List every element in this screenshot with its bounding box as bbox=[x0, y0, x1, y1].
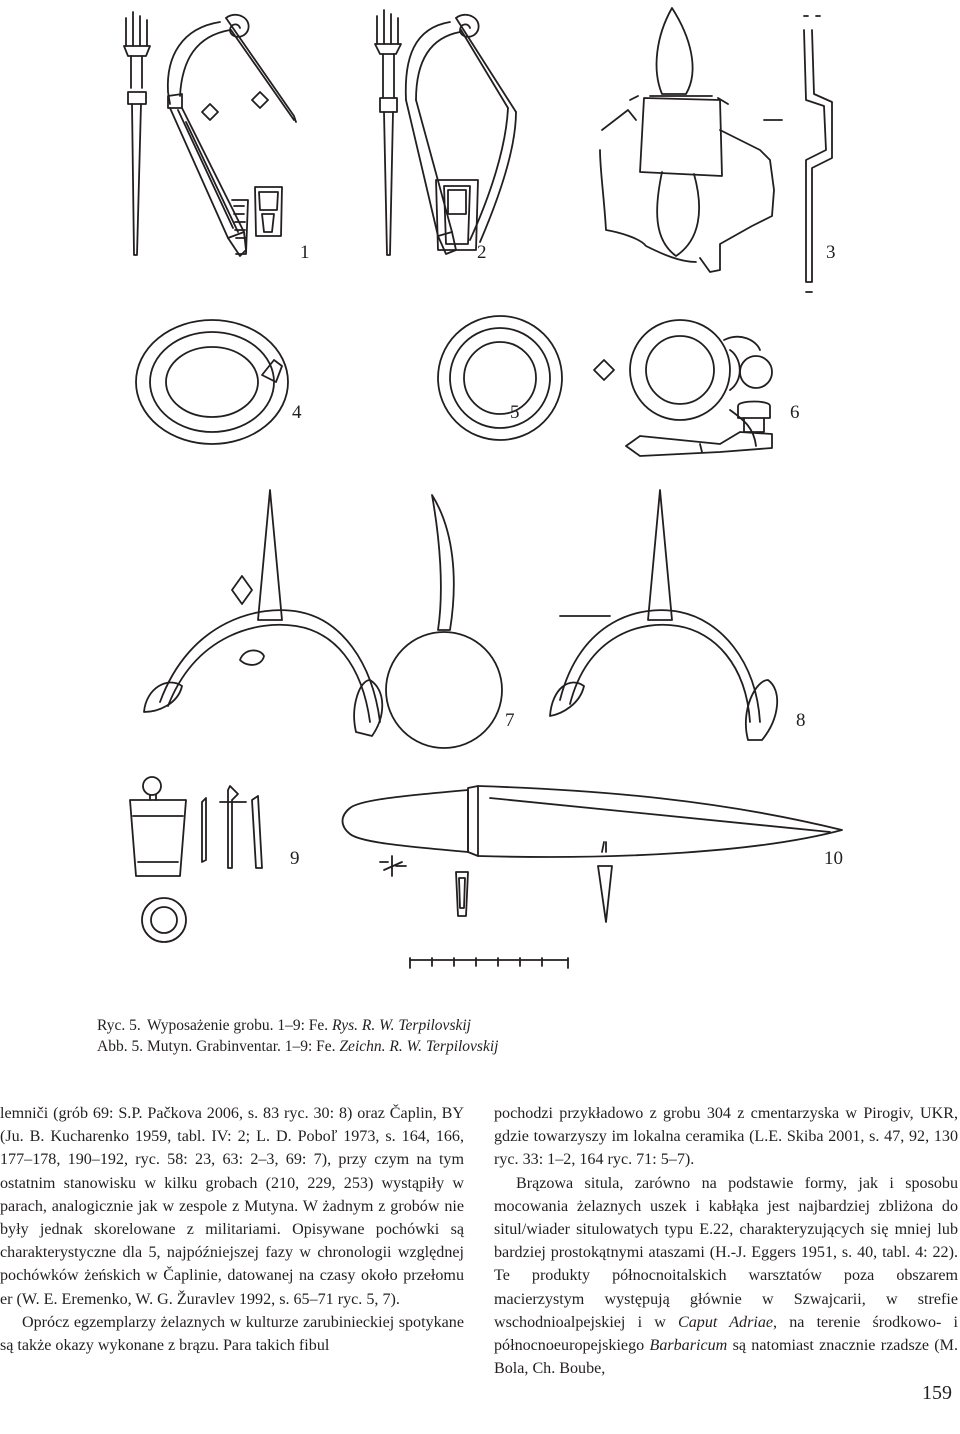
caption-polish: Ryc. 5. Wyposażenie grobu. 1–9: Fe. Rys. … bbox=[97, 1015, 471, 1036]
artifact-9-situla bbox=[129, 776, 263, 943]
artifact-8-spur bbox=[549, 489, 779, 741]
right-paragraph-2-italic-2: Barbaricum bbox=[649, 1337, 728, 1355]
figure-labels: 1 2 3 4 5 6 7 8 9 10 bbox=[290, 242, 843, 869]
artifact-2-fibula bbox=[404, 13, 517, 255]
right-paragraph-2-part-c: są natomiast znacznie rzadsze (M. Bola, … bbox=[494, 1337, 958, 1378]
artifact-5-ring bbox=[437, 315, 615, 441]
artifact-1-fibula bbox=[167, 13, 297, 257]
body-column-right: pochodzi przykładowo z grobu 304 z cment… bbox=[494, 1102, 958, 1380]
caption-german-credit: Zeichn. R. W. Terpilovskij bbox=[339, 1038, 499, 1055]
caption-german-text: Mutyn. Grabinventar. 1–9: Fe. bbox=[147, 1038, 340, 1055]
right-paragraph-2-part-b: , na terenie środkowo- i północnoeuropej… bbox=[494, 1313, 958, 1355]
caption-polish-text: Wyposażenie grobu. 1–9: Fe. bbox=[147, 1017, 333, 1034]
artifact-4-ring bbox=[135, 319, 289, 445]
right-paragraph-1: pochodzi przykładowo z grobu 304 z cment… bbox=[494, 1105, 958, 1169]
artifact-3-knife bbox=[599, 7, 775, 273]
right-paragraph-2-italic-1: Caput Adriae bbox=[678, 1313, 774, 1331]
artifact-2-pin bbox=[374, 9, 402, 256]
artifact-drawings-figure: 1 2 3 4 5 6 7 8 9 10 bbox=[123, 7, 843, 969]
figure-label: 5 bbox=[510, 402, 520, 423]
artifact-3-profile bbox=[763, 15, 833, 293]
caption-german-key: Abb. 5. bbox=[97, 1038, 144, 1055]
artifact-6-ring-assembly bbox=[625, 319, 773, 457]
caption-polish-key: Ryc. 5. bbox=[97, 1017, 141, 1034]
right-paragraph-2: Brązowa situla, zarówno na podstawie for… bbox=[494, 1172, 958, 1381]
figure-label: 10 bbox=[824, 848, 843, 869]
figure-label: 2 bbox=[477, 242, 487, 263]
left-paragraph-2: Oprócz egzemplarzy żelaznych w kulturze … bbox=[0, 1313, 464, 1355]
left-paragraph-1: lemniči (grób 69: S.P. Pačkova 2006, s. … bbox=[0, 1105, 464, 1308]
caption-polish-credit: Rys. R. W. Terpilovskij bbox=[332, 1017, 471, 1034]
caption-german: Abb. 5.Mutyn. Grabinventar. 1–9: Fe. Zei… bbox=[97, 1036, 498, 1057]
figure-label: 8 bbox=[796, 710, 806, 731]
figure-label: 3 bbox=[826, 242, 836, 263]
artifact-1-pin bbox=[123, 11, 151, 256]
artifact-7-spur bbox=[143, 489, 503, 749]
figure-label: 6 bbox=[790, 402, 800, 423]
figure-label: 9 bbox=[290, 848, 300, 869]
artifact-10-knife bbox=[341, 785, 843, 969]
page-number: 159 bbox=[922, 1382, 952, 1404]
right-paragraph-2-part-a: Brązowa situla, zarówno na podstawie for… bbox=[494, 1174, 958, 1331]
figure-label: 4 bbox=[292, 402, 302, 423]
figure-label: 7 bbox=[505, 710, 515, 731]
figure-label: 1 bbox=[300, 242, 310, 263]
body-column-left: lemniči (grób 69: S.P. Pačkova 2006, s. … bbox=[0, 1102, 464, 1357]
